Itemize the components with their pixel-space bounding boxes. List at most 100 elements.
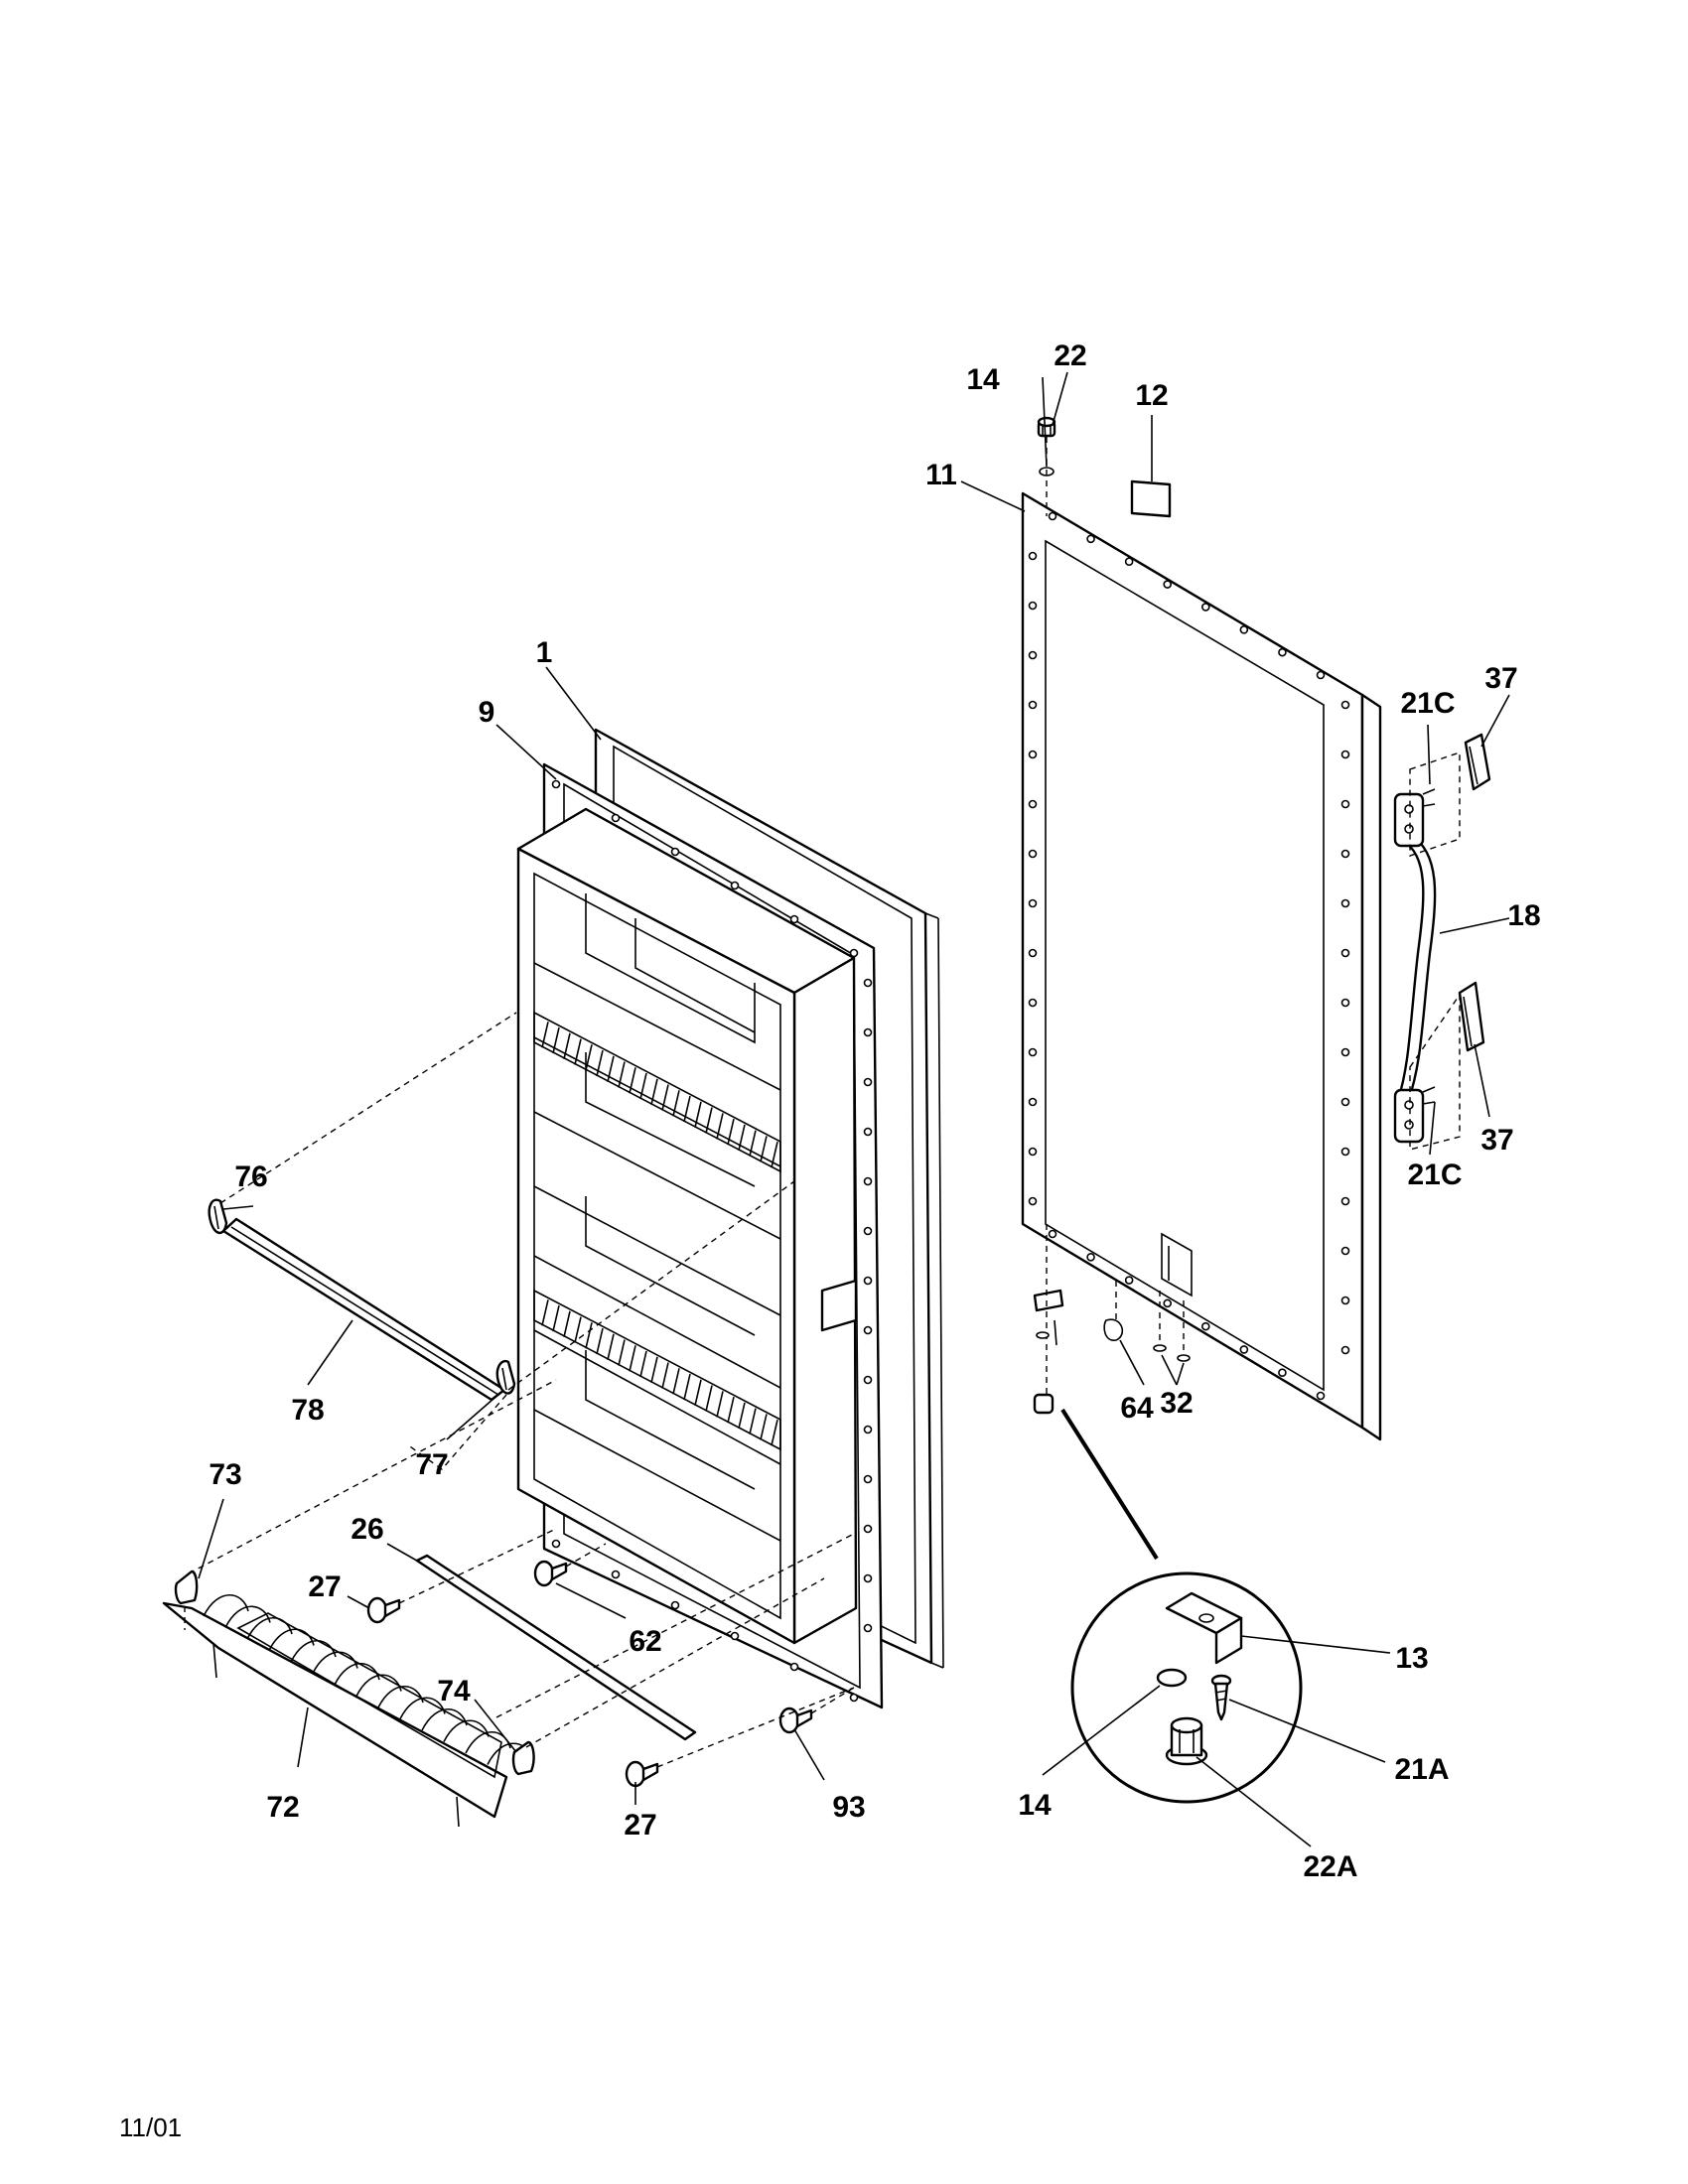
screw-hole [1028,898,1038,908]
basket-wires [203,1594,533,1765]
screw-hole [863,1176,873,1186]
screw-hole [863,1524,873,1534]
door-shelf-assembly [516,807,858,1645]
screw-hole [1239,1345,1249,1354]
callout-77: 77 [415,1448,448,1481]
screw-hole [1028,1097,1038,1107]
basket-wire [399,1697,446,1719]
grille-rib [672,1090,680,1117]
grille-rib [563,1032,571,1060]
grille-rib [552,1304,560,1332]
callout-64: 64 [1120,1392,1154,1425]
screw-hole [1340,1345,1350,1355]
callout-27-lower: 27 [624,1809,656,1842]
callout-74: 74 [437,1675,471,1707]
grille-rib [716,1391,724,1418]
grille-rib [727,1118,735,1146]
grille-rib [618,1339,626,1366]
grille-rib [607,1333,615,1361]
screw-hole [1340,1097,1350,1107]
door-rack-basket [162,1594,533,1828]
grille-rib [639,1350,647,1378]
grille-rib [683,1373,691,1401]
screw-hole [1200,603,1210,612]
screw-hole [863,1623,873,1633]
callout-12: 12 [1135,379,1168,412]
handle-cover-upper [1464,733,1491,791]
grille-rib [760,1136,768,1162]
grille-rib [639,1072,647,1100]
screw-hole [611,1570,621,1579]
screw-hole [1028,799,1038,809]
screw-hole [611,813,621,823]
callout-1: 1 [536,636,553,669]
screw-hole [1163,1298,1173,1308]
screw-hole [1028,1147,1038,1157]
callout-22A: 22A [1303,1850,1357,1883]
grille-rib [760,1414,768,1440]
screw-hole [789,914,799,924]
handle-screws-upper [1409,751,1461,857]
screw-hole [1316,670,1326,680]
handle-screws-lower [1409,992,1461,1151]
detail-view-circle [1070,1571,1303,1804]
screw-hole [551,779,561,789]
grille-rib [585,1322,593,1349]
bottom-hinge-small [1033,1224,1064,1415]
rack-end-cap-left [174,1570,199,1605]
callout-21A: 21A [1394,1753,1449,1786]
callout-9: 9 [479,696,495,729]
shelf-grille-upper [533,1011,781,1173]
grille-rib [629,1067,636,1094]
grille-rib [661,1362,669,1389]
grille-rib [618,1061,626,1088]
grille-rib [574,1316,582,1343]
grille-rib [585,1044,593,1071]
screw-hole [1028,551,1038,561]
callout-73: 73 [209,1458,241,1491]
callout-11: 11 [925,459,957,491]
screw-hole [1340,998,1350,1008]
callout-32: 32 [1160,1387,1193,1420]
screw-hole [863,1127,873,1137]
screw-hole [1124,1276,1134,1285]
grille-frame [533,1289,781,1451]
screw-hole [1340,849,1350,859]
detail-washer [1156,1668,1188,1688]
footer-date: 11/01 [119,2113,182,2142]
screw-hole [1340,1296,1350,1305]
outer-panel-screw-holes [1028,511,1350,1401]
grille-rib [629,1345,636,1372]
screw-hole [1200,1321,1210,1331]
callout-14-detail: 14 [1018,1789,1052,1822]
basket-wire [312,1651,358,1674]
screw-hole [730,1631,740,1641]
screw-hole [863,978,873,988]
screw-hole [1163,580,1173,589]
callout-13: 13 [1395,1642,1428,1675]
grille-rib [650,1078,658,1106]
leader-lines [198,371,1510,1847]
grille-rib [694,1379,702,1407]
basket-wire [268,1628,315,1651]
rack-end-cap-right [511,1740,535,1776]
screw-hole [849,1693,859,1703]
screw-hole [863,1276,873,1286]
door-label-plate [1130,479,1172,518]
shelf-bar-end-cap-left [208,1198,228,1235]
screw-hole [849,948,859,958]
screw-hole [1340,799,1350,809]
screw-hole [1028,948,1038,958]
grille-frame [533,1011,781,1173]
grille-rib [705,1107,713,1134]
screw-hole [863,1375,873,1385]
screw-hole [1316,1391,1326,1401]
screw-hole [1028,700,1038,710]
detail-hinge-bracket [1165,1591,1243,1665]
top-hinge-bushing [1037,416,1056,438]
screw-hole [1028,998,1038,1008]
screw-hole [863,1027,873,1037]
screw-hole [789,1662,799,1672]
screw-hole [1278,647,1287,657]
